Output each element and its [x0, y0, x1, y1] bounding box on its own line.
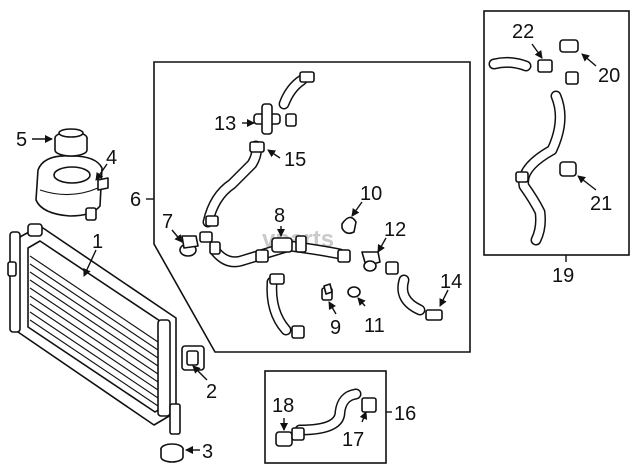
- group-19-parts: [515, 39, 579, 183]
- hose-clamps: [205, 71, 443, 339]
- t-connector: [253, 103, 281, 135]
- callout-1: 1: [92, 231, 103, 253]
- tank-cap: [54, 128, 88, 157]
- temp-sensor: [321, 283, 333, 301]
- callout-7: 7: [162, 211, 173, 233]
- callout-17: 17: [342, 429, 364, 451]
- callout-19: 19: [552, 265, 574, 287]
- callout-3: 3: [202, 441, 213, 463]
- callout-8: 8: [274, 205, 285, 227]
- callout-20: 20: [598, 65, 620, 87]
- spring-clip: [341, 216, 357, 235]
- o-ring: [347, 286, 361, 298]
- callout-4: 4: [106, 147, 117, 169]
- callout-11: 11: [364, 315, 385, 337]
- mount-bushing: [160, 443, 184, 463]
- group-16-parts: [275, 397, 377, 447]
- callout-9: 9: [330, 317, 341, 339]
- callout-12: 12: [384, 219, 406, 241]
- callout-22: 22: [512, 21, 534, 43]
- radiator: [7, 223, 181, 435]
- callout-18: 18: [272, 395, 294, 417]
- callout-labels: 1 2 3 4 5 6 7 8 9 10 11 12 13 14 15 16 1…: [16, 21, 620, 463]
- callout-5: 5: [16, 129, 27, 151]
- group-box-19: [483, 10, 630, 256]
- callout-6: 6: [130, 189, 141, 211]
- expansion-tank: [35, 154, 109, 221]
- callout-14: 14: [440, 271, 462, 293]
- group-box-16: [264, 370, 387, 464]
- group-box-6: [153, 61, 471, 353]
- callout-13: 13: [214, 113, 236, 135]
- callout-16: 16: [394, 403, 416, 425]
- callout-10: 10: [360, 183, 382, 205]
- hose-connector: [271, 235, 307, 253]
- elbow-fitting: [361, 251, 381, 272]
- y-fitting: [179, 231, 213, 257]
- callout-21: 21: [590, 193, 612, 215]
- callout-15: 15: [284, 149, 306, 171]
- leader-lines: [32, 43, 597, 454]
- callout-2: 2: [206, 381, 217, 403]
- mount-bracket: [181, 345, 205, 371]
